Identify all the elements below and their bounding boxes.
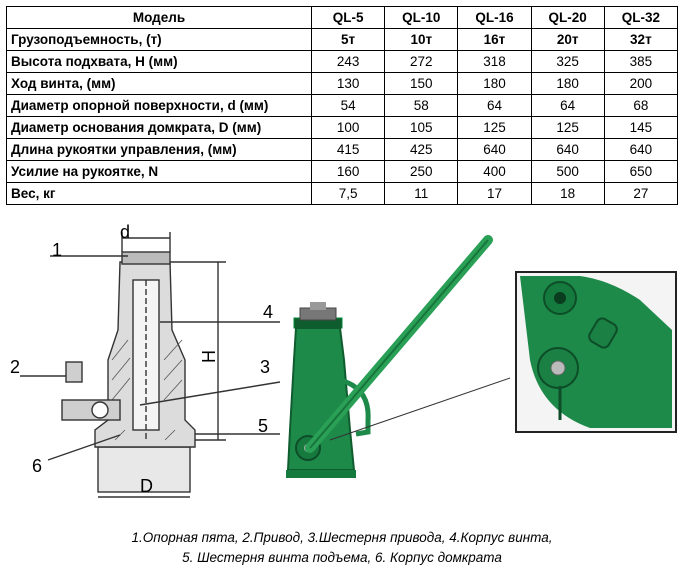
- row-label: Диаметр опорной поверхности, d (мм): [6, 94, 312, 117]
- table-cell: 400: [457, 160, 532, 183]
- table-cell: 27: [603, 182, 679, 205]
- callout-5: 5: [258, 416, 269, 436]
- table-cell: 150: [384, 72, 459, 95]
- table-cell: 58: [384, 94, 459, 117]
- header-ql-20: QL-20: [530, 6, 605, 29]
- callout-2: 2: [10, 357, 21, 377]
- jack-photo: [286, 235, 511, 478]
- table-cell: 145: [603, 116, 679, 139]
- table-cell: 640: [457, 138, 532, 161]
- row-label: Высота подхвата, H (мм): [6, 50, 312, 73]
- table-cell: 105: [384, 116, 459, 139]
- callout-3: 3: [260, 357, 271, 377]
- table-cell: 18: [530, 182, 605, 205]
- table-cell: 385: [603, 50, 679, 73]
- caption-line-2: 5. Шестерня винта подъема, 6. Корпус дом…: [182, 550, 502, 565]
- label-H: H: [199, 350, 219, 363]
- table-cell: 7,5: [310, 182, 386, 205]
- label-D: D: [140, 476, 153, 496]
- label-d: d: [120, 222, 131, 242]
- callout-6: 6: [32, 456, 43, 476]
- table-cell: 318: [457, 50, 532, 73]
- jack-cross-section-drawing: [20, 232, 281, 498]
- table-cell: 125: [530, 116, 605, 139]
- callout-4: 4: [263, 302, 274, 322]
- table-cell: 650: [603, 160, 679, 183]
- table-cell: 100: [310, 116, 386, 139]
- table-cell: 130: [310, 72, 386, 95]
- table-cell: 17: [457, 182, 532, 205]
- table-cell: 11: [384, 182, 459, 205]
- callout-1: 1: [52, 240, 63, 260]
- detail-inset-photo: [515, 271, 677, 433]
- jack-base-shape: [97, 446, 191, 493]
- table-cell: 180: [457, 72, 532, 95]
- header-ql-32: QL-32: [603, 6, 679, 29]
- table-cell: 325: [530, 50, 605, 73]
- caption-line-1: 1.Опорная пята, 2.Привод, 3.Шестерня при…: [131, 530, 553, 545]
